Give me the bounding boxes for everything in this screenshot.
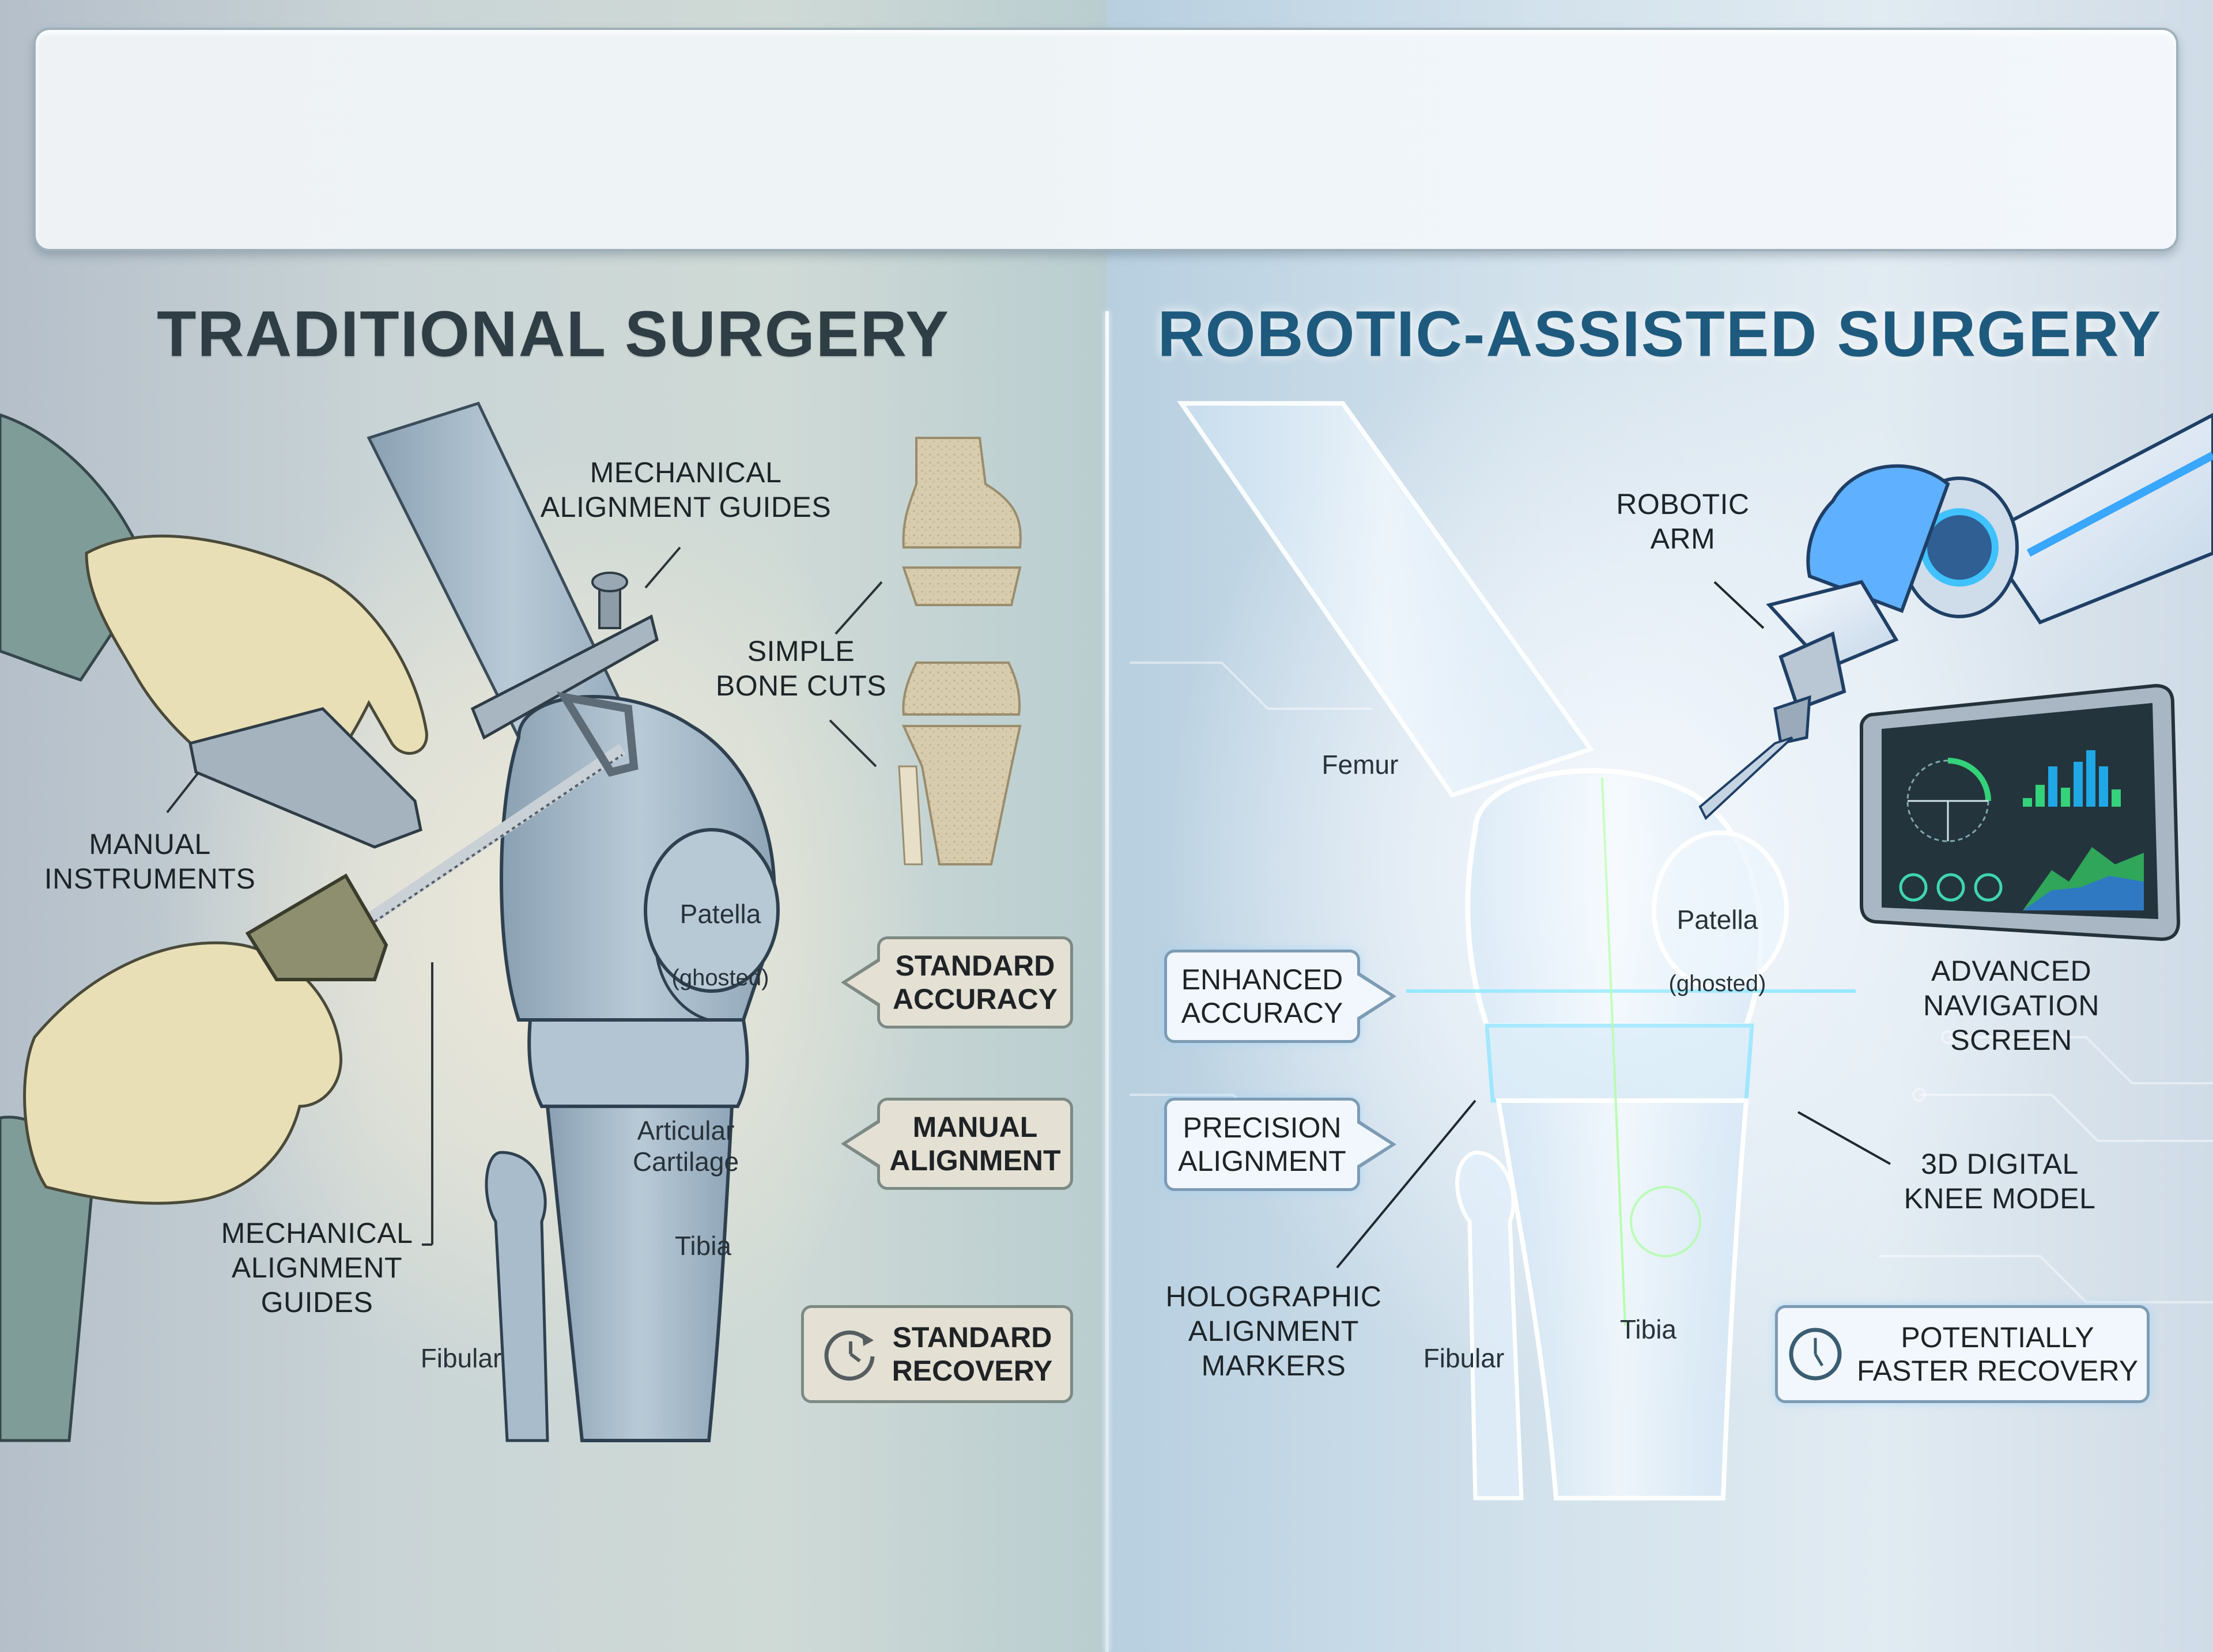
- label-mechanical-guides-bottom: MECHANICAL ALIGNMENT GUIDES: [221, 1217, 413, 1318]
- traditional-knee-illustration: [367, 401, 780, 1442]
- label-manual-instruments: MANUAL INSTRUMENTS: [44, 828, 256, 895]
- callout-text: ENHANCED ACCURACY: [1181, 963, 1343, 1029]
- label-tibia-traditional: Tibia: [675, 1231, 731, 1261]
- callout-standard-accuracy: STANDARD ACCURACY: [841, 936, 1073, 1029]
- header-banner: [33, 28, 2178, 251]
- patella-text: Patella: [1676, 905, 1758, 935]
- traditional-leader-lines: [166, 546, 883, 1246]
- callout-text: POTENTIALLY FASTER RECOVERY: [1856, 1321, 2139, 1387]
- label-fibular-robotic: Fibular: [1423, 1343, 1505, 1373]
- label-robotic-arm: ROBOTIC ARM: [1616, 488, 1750, 555]
- robotic-title: ROBOTIC-ASSISTED SURGERY: [1157, 298, 2162, 370]
- manual-instruments-illustration: [188, 572, 659, 981]
- clock-icon: [824, 1330, 875, 1381]
- callout-text: MANUAL ALIGNMENT: [889, 1111, 1061, 1177]
- label-holographic-markers: HOLOGRAPHIC ALIGNMENT MARKERS: [1165, 1280, 1382, 1382]
- robotic-knee-illustration: [1177, 401, 1856, 1500]
- label-tibia-robotic: Tibia: [1620, 1314, 1676, 1344]
- patella-text: Patella: [679, 899, 761, 929]
- simple-bone-cuts-diagram: [898, 437, 1022, 865]
- label-patella-traditional: Patella (ghosted): [651, 867, 790, 993]
- robotic-leader-lines: [1336, 581, 1891, 1269]
- callout-manual-alignment: MANUAL ALIGNMENT: [841, 1098, 1073, 1190]
- callout-text: PRECISION ALIGNMENT: [1178, 1112, 1346, 1177]
- label-mechanical-guides-top: MECHANICAL ALIGNMENT GUIDES: [540, 456, 832, 523]
- callout-standard-recovery: STANDARD RECOVERY: [801, 1305, 1073, 1403]
- label-advanced-navigation-screen: ADVANCED NAVIGATION SCREEN: [1923, 955, 2099, 1056]
- callout-text: STANDARD RECOVERY: [892, 1321, 1053, 1387]
- callout-faster-recovery: POTENTIALLY FASTER RECOVERY: [1775, 1305, 2150, 1403]
- callout-precision-alignment: PRECISION ALIGNMENT: [1164, 1098, 1396, 1191]
- clock-icon: [1789, 1328, 1842, 1381]
- panel-divider: [1105, 311, 1109, 1652]
- patella-subtext: (ghosted): [671, 965, 769, 991]
- traditional-title: TRADITIONAL SURGERY: [157, 298, 950, 370]
- label-femur: Femur: [1321, 750, 1399, 780]
- label-patella-robotic: Patella (ghosted): [1648, 873, 1787, 999]
- label-articular-cartilage: Articular Cartilage: [632, 1116, 739, 1177]
- label-fibular-traditional: Fibular: [420, 1343, 502, 1373]
- callout-enhanced-accuracy: ENHANCED ACCURACY: [1164, 950, 1396, 1043]
- navigation-screen-illustration: [1860, 683, 2181, 942]
- screen-bar-chart: [2023, 750, 2121, 807]
- callout-text: STANDARD ACCURACY: [892, 950, 1058, 1015]
- label-3d-digital-knee-model: 3D DIGITAL KNEE MODEL: [1904, 1148, 2096, 1215]
- patella-subtext: (ghosted): [1668, 971, 1766, 996]
- robotic-arm-illustration: [1698, 413, 2213, 821]
- label-simple-bone-cuts: SIMPLE BONE CUTS: [715, 635, 887, 702]
